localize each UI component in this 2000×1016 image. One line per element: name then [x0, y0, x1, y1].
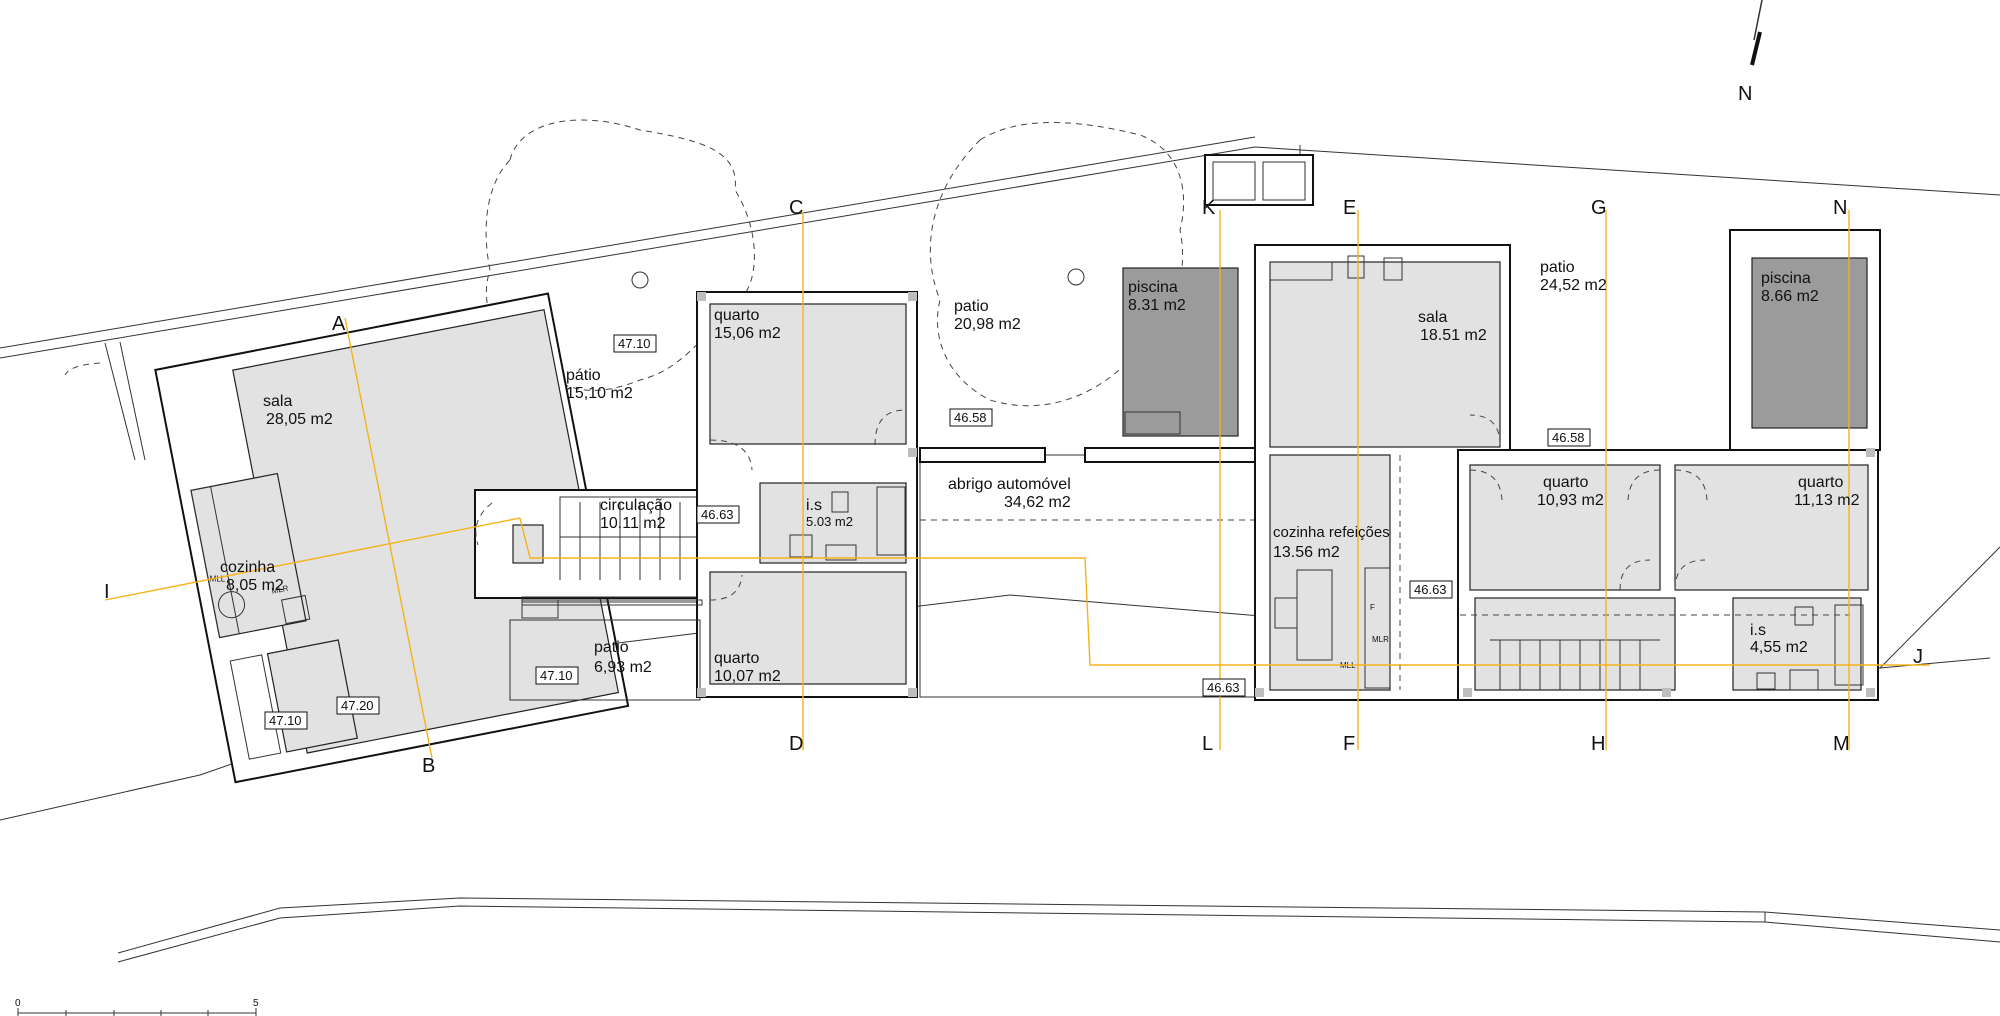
section-mark-m: M	[1833, 733, 1850, 755]
svg-text:MLL: MLL	[210, 574, 226, 583]
north-arrow: N	[1738, 0, 1763, 105]
section-mark-j: J	[1913, 646, 1923, 668]
room-area: 10,07 m2	[714, 668, 781, 685]
north-label: N	[1738, 83, 1752, 105]
room-area: 8.31 m2	[1128, 297, 1186, 314]
room-name: patio	[954, 298, 989, 315]
room-name: quarto	[714, 307, 759, 324]
section-mark-f: F	[1343, 733, 1355, 755]
room-name: quarto	[714, 650, 759, 667]
room-name: quarto	[1543, 474, 1588, 491]
room-name: sala	[1418, 309, 1447, 326]
level-mark: 47.10	[540, 668, 573, 683]
pool-left	[1122, 267, 1239, 437]
house-middle	[474, 291, 918, 701]
svg-text:F: F	[1370, 603, 1375, 612]
level-mark: 46.63	[701, 507, 734, 522]
level-markers: 47.10 46.58 46.63 47.10 47.10 47.20 46.6…	[264, 334, 1591, 730]
tree-trunk	[1067, 268, 1085, 286]
room-name: abrigo automóvel	[948, 476, 1071, 493]
section-letters: A B C D K L E F G H N M I J	[104, 197, 1923, 777]
room-area: 6,93 m2	[594, 659, 652, 676]
level-mark: 47.10	[618, 336, 651, 351]
room-name: pátio	[566, 367, 601, 384]
scale-bar: 0 5	[15, 998, 259, 1016]
level-mark: 46.58	[1552, 430, 1585, 445]
pillars	[697, 292, 1875, 697]
tree-canopy-left	[485, 119, 755, 391]
section-mark-k: K	[1202, 197, 1216, 219]
section-mark-i: I	[104, 581, 110, 603]
room-name: piscina	[1761, 270, 1811, 287]
section-mark-g: G	[1591, 197, 1607, 219]
svg-text:MLR: MLR	[1372, 635, 1389, 644]
carport	[919, 447, 1261, 698]
section-mark-a: A	[332, 313, 346, 335]
section-mark-c: C	[789, 197, 803, 219]
level-mark: 46.63	[1207, 680, 1240, 695]
section-mark-l: L	[1202, 733, 1213, 755]
room-labels: sala 28,05 m2 cozinha 8,05 m2 pátio 15,1…	[220, 259, 1860, 685]
room-area: 5.03 m2	[806, 514, 853, 529]
room-area: 28,05 m2	[266, 411, 333, 428]
room-name: circulação	[600, 497, 672, 514]
svg-text:MLR: MLR	[271, 584, 290, 596]
room-name: patio	[1540, 259, 1575, 276]
room-name: piscina	[1128, 279, 1178, 296]
room-area: 18.51 m2	[1420, 327, 1487, 344]
level-mark: 47.10	[269, 713, 302, 728]
section-mark-n: N	[1833, 197, 1847, 219]
room-area: 20,98 m2	[954, 316, 1021, 333]
stairs-left	[559, 502, 681, 580]
room-area: 8,05 m2	[226, 577, 284, 594]
room-name: cozinha refeições	[1273, 524, 1390, 541]
scale-start: 0	[15, 998, 21, 1009]
section-cut-lines	[104, 210, 1930, 759]
level-mark: 46.63	[1414, 582, 1447, 597]
room-area: 34,62 m2	[1004, 494, 1071, 511]
room-name: cozinha	[220, 559, 275, 576]
room-area: 8.66 m2	[1761, 288, 1819, 305]
room-area: 24,52 m2	[1540, 277, 1607, 294]
room-area: 10,93 m2	[1537, 492, 1604, 509]
room-name: i.s	[806, 497, 822, 514]
tree-trunk	[631, 271, 649, 289]
room-name: quarto	[1798, 474, 1843, 491]
section-mark-d: D	[789, 733, 803, 755]
section-mark-e: E	[1343, 197, 1356, 219]
room-area: 15,06 m2	[714, 325, 781, 342]
section-mark-b: B	[422, 755, 435, 777]
section-mark-h: H	[1591, 733, 1605, 755]
room-name: sala	[263, 393, 292, 410]
room-area: 15,10 m2	[566, 385, 633, 402]
room-area: 11,13 m2	[1794, 492, 1860, 509]
room-area: 10.11 m2	[600, 515, 666, 532]
room-name: patio	[594, 639, 629, 656]
room-area: 13.56 m2	[1273, 544, 1340, 561]
house-right: MLL MLR F	[1254, 229, 1881, 701]
level-mark: 46.58	[954, 410, 987, 425]
room-area: 4,55 m2	[1750, 639, 1808, 656]
room-name: i.s	[1750, 622, 1766, 639]
scale-end: 5	[253, 998, 259, 1009]
level-mark: 47.20	[341, 698, 374, 713]
